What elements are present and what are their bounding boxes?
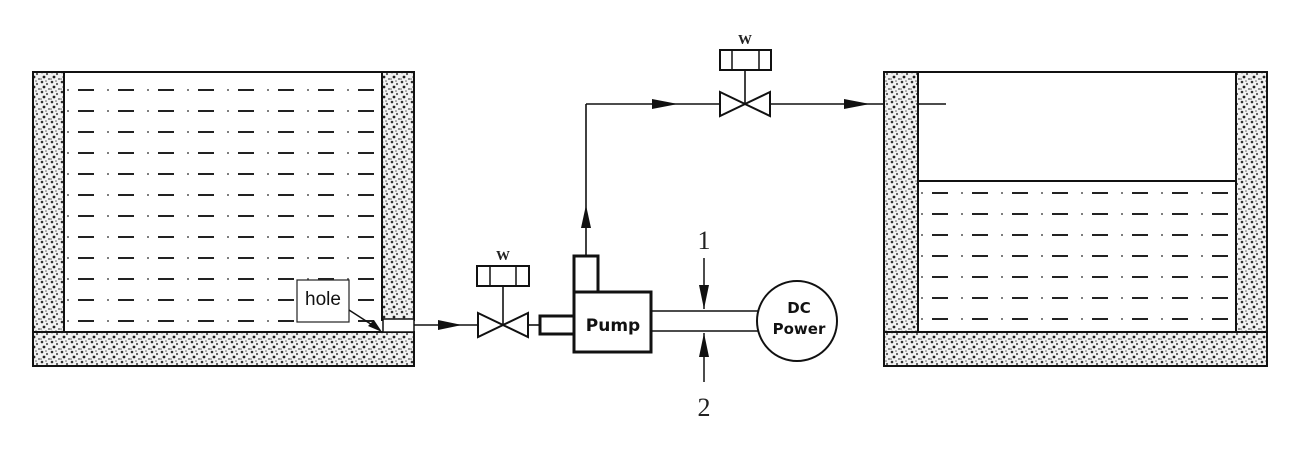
- outlet-stub: [382, 318, 415, 333]
- power-cable: 1 2: [651, 226, 760, 422]
- point-2-arrow: [699, 333, 709, 357]
- dc-power-label-line1: DC: [787, 299, 810, 317]
- pump-body: [572, 290, 653, 354]
- point-1-label: 1: [698, 226, 711, 255]
- valve-left-w-label: W: [496, 249, 510, 264]
- pump-outlet-stack: [572, 254, 600, 294]
- point-2-label: 2: [698, 393, 711, 422]
- left-tank-wall-left: [32, 71, 65, 367]
- left-tank-floor: [32, 331, 415, 367]
- solenoid-valve-left: W: [476, 249, 540, 339]
- flow-arrow-1: [438, 320, 462, 330]
- valve-top-w-label: W: [738, 33, 752, 48]
- outlet-pipe: [382, 318, 478, 333]
- flow-arrow-top-2: [844, 99, 870, 109]
- valve-top-body: [719, 90, 748, 118]
- valve-left-actuator: [476, 265, 530, 287]
- valve-left-body-b: [500, 311, 529, 339]
- pump-inlet: [538, 314, 576, 336]
- point-1-arrow: [699, 285, 709, 309]
- hole-pointer-head: [368, 320, 382, 332]
- hole-label: hole: [305, 289, 341, 310]
- right-tank: [883, 71, 1268, 367]
- valve-top-actuator: [719, 49, 772, 71]
- right-tank-water: [918, 183, 1236, 332]
- pump: Pump: [538, 254, 653, 354]
- pump-label: Pump: [586, 316, 640, 336]
- dc-power-circle: [756, 280, 838, 362]
- dc-power-label-line2: Power: [773, 320, 826, 338]
- hole-callout: hole: [296, 279, 382, 332]
- left-tank: [32, 71, 415, 367]
- flow-arrow-top-1: [652, 99, 678, 109]
- valve-top-body-b: [742, 90, 771, 118]
- right-tank-floor: [883, 331, 1268, 367]
- solenoid-valve-top: W: [719, 33, 772, 118]
- flow-arrow-up: [581, 205, 591, 228]
- hole-label-box: [296, 279, 350, 323]
- right-tank-wall-right: [1235, 71, 1268, 367]
- left-tank-wall-right: [381, 71, 415, 321]
- right-tank-wall-left: [883, 71, 919, 367]
- dc-power-source: DC Power: [756, 280, 838, 362]
- valve-left-body: [477, 311, 506, 339]
